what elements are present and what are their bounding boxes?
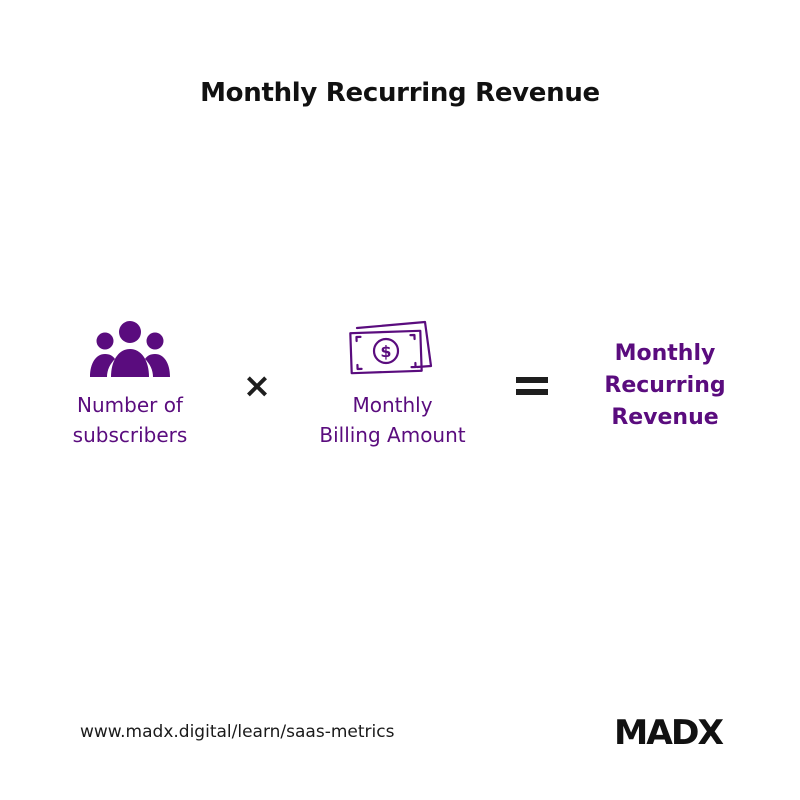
- subscribers-label: Number of subscribers: [40, 390, 220, 450]
- result-line2: Recurring: [604, 373, 726, 398]
- result-line3: Revenue: [611, 405, 719, 430]
- term-billing-amount: $ Monthly Billing Amount: [290, 320, 495, 450]
- madx-logo: MADX: [614, 713, 724, 751]
- svg-text:$: $: [380, 342, 391, 361]
- billing-amount-label: Monthly Billing Amount: [290, 390, 495, 450]
- multiply-operator: ×: [242, 366, 272, 406]
- billing-label-line2: Billing Amount: [319, 423, 466, 447]
- result-mrr: Monthly Recurring Revenue: [580, 338, 750, 434]
- subscribers-label-line1: Number of: [77, 393, 183, 417]
- money-bill-dollar-icon: $: [348, 320, 432, 375]
- billing-label-line1: Monthly: [352, 393, 433, 417]
- equals-bar-top: [516, 377, 548, 383]
- equals-bar-bottom: [516, 389, 548, 395]
- result-line1: Monthly: [614, 341, 716, 366]
- footer-url[interactable]: www.madx.digital/learn/saas-metrics: [80, 722, 395, 742]
- page-title: Monthly Recurring Revenue: [200, 78, 600, 108]
- subscribers-label-line2: subscribers: [72, 423, 188, 447]
- svg-text:MADX: MADX: [614, 713, 724, 751]
- term-subscribers: Number of subscribers: [40, 320, 220, 450]
- group-people-icon: [90, 321, 170, 377]
- equals-operator: [510, 364, 554, 404]
